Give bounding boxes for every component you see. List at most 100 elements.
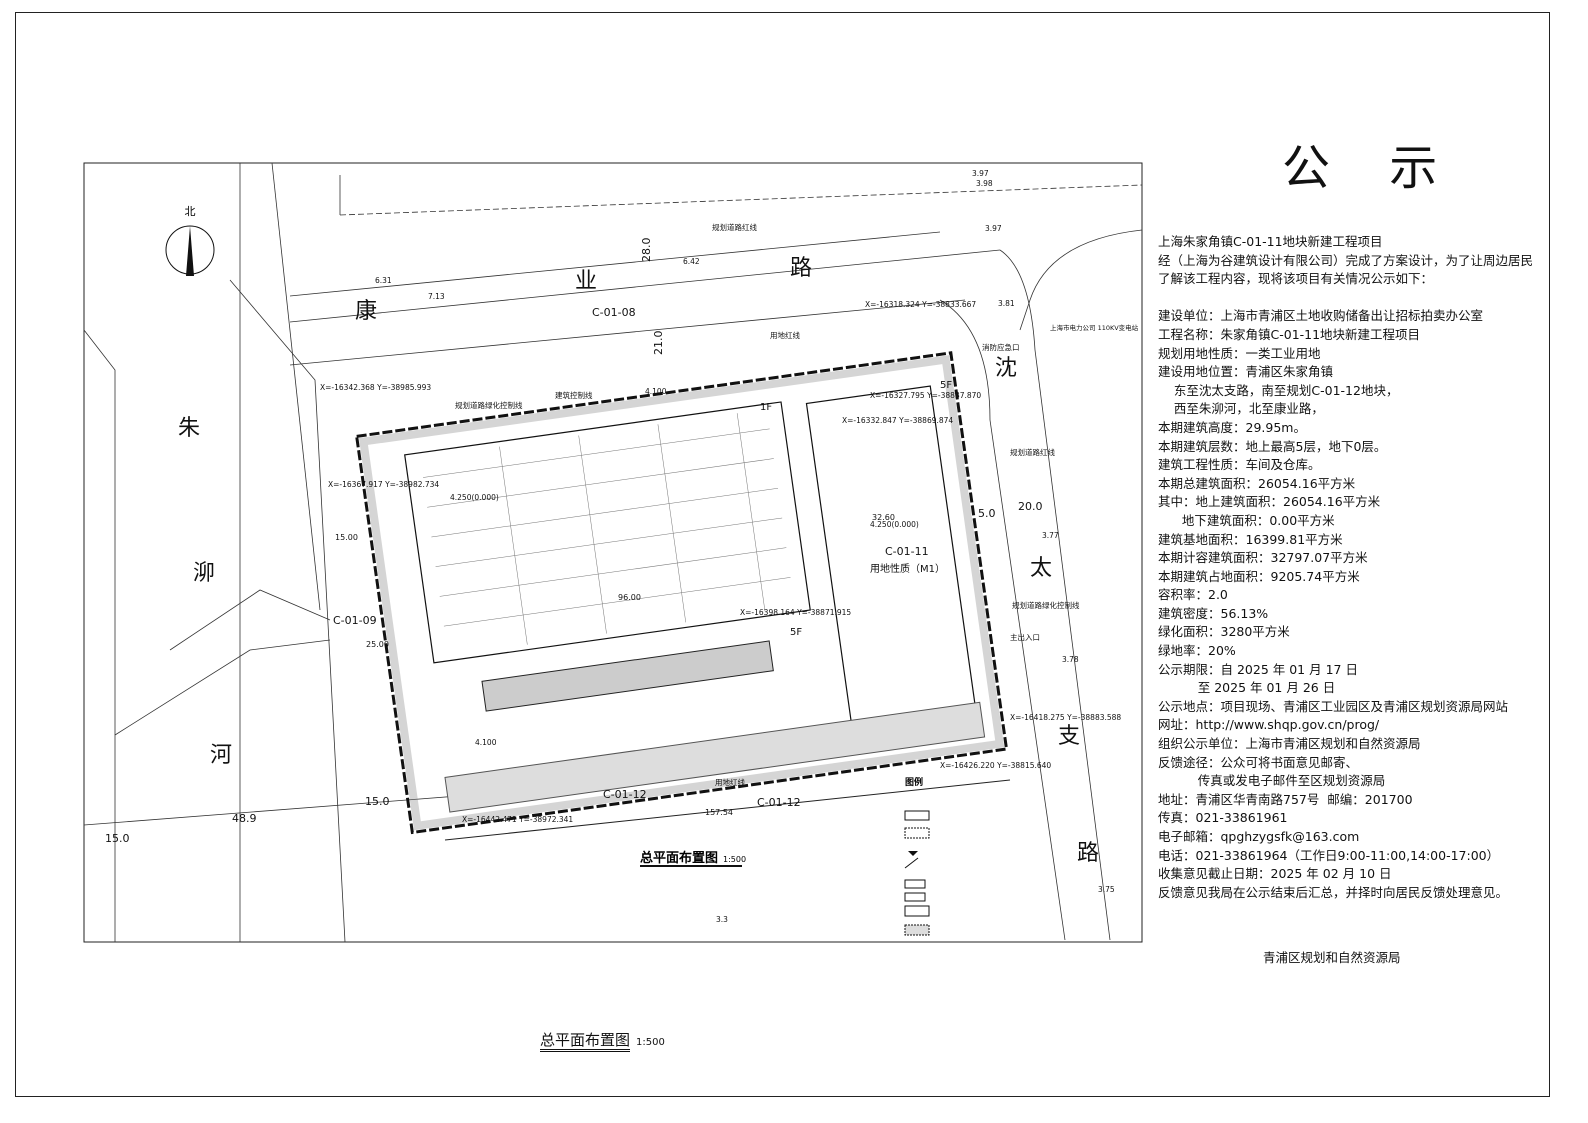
callout: 规划道路红线 <box>712 222 757 232</box>
coordinate: X=-16342.368 Y=-38985.993 <box>320 383 431 392</box>
dimension: 5.0 <box>978 507 996 520</box>
coordinate: X=-16442.471 Y=-38972.341 <box>462 815 573 824</box>
floor-label: 5F <box>790 627 802 638</box>
street-labels: 康 业 路 沈 太 支 路 朱 泖 河 <box>178 256 1099 866</box>
notice-body: 上海朱家角镇C-01-11地块新建工程项目经（上海为谷建筑设计有限公司）完成了方… <box>1158 233 1543 902</box>
parcel-label: C-01-11 <box>885 545 929 558</box>
river <box>83 279 601 943</box>
road-char: 康 <box>355 299 377 324</box>
river-char: 泖 <box>193 561 215 586</box>
dimension: 15.0 <box>365 795 390 808</box>
notice-line: 本期计容建筑面积：32797.07平方米 <box>1158 550 1368 566</box>
notice-line: 建设用地位置：青浦区朱家角镇 <box>1158 364 1334 380</box>
spot-height: 7.13 <box>428 292 445 301</box>
callout: 规划道路红线 <box>1010 447 1055 457</box>
road-char: 业 <box>575 269 597 294</box>
dimension: 96.00 <box>618 593 641 602</box>
north-arrow: 北 <box>165 205 215 276</box>
building-east <box>805 385 977 731</box>
coordinate: X=-16318.324 Y=-38833.667 <box>865 300 976 309</box>
river-char: 朱 <box>178 416 200 441</box>
dimension: 25.00 <box>366 640 389 649</box>
spot-height: 3.77 <box>1042 531 1059 540</box>
spot-height: 3.97 <box>985 224 1002 233</box>
sheet-border <box>15 12 1550 1097</box>
callout: 用地红线 <box>715 777 745 787</box>
notice-line: 本期总建筑面积：26054.16平方米 <box>1158 475 1356 491</box>
spot-height: 6.42 <box>683 257 700 266</box>
coordinate: X=-16367.917 Y=-38982.734 <box>328 480 439 489</box>
notice-line: 容积率：2.0 <box>1158 587 1228 603</box>
coordinate: X=-16426.220 Y=-38815.640 <box>940 761 1051 770</box>
notice-line: 建筑密度：56.13% <box>1158 605 1269 621</box>
coordinate: X=-16332.847 Y=-38869.874 <box>842 416 953 425</box>
callout: 规划道路绿化控制线 <box>1012 600 1080 610</box>
floor-label: 1F <box>760 402 772 413</box>
dimension: 32.60 <box>872 513 895 522</box>
drawing-scale: 1:500 <box>636 1037 665 1048</box>
notice-line: 其中：地上建筑面积：26054.16平方米 <box>1158 494 1381 510</box>
elevation: 4.250(0.000) <box>450 493 499 502</box>
coordinate: X=-16327.795 Y=-38837.870 <box>870 391 981 400</box>
spot-height: 3.81 <box>998 299 1015 308</box>
spot-height: 3.97 <box>972 169 989 178</box>
dimension: 48.9 <box>232 812 257 825</box>
notice-title: 公 示 <box>1282 140 1460 196</box>
river-char: 河 <box>210 743 232 768</box>
notice-line: 地下建筑面积：0.00平方米 <box>1158 512 1335 528</box>
notice-line: 上海朱家角镇C-01-11地块新建工程项目 <box>1158 234 1383 249</box>
inner-title: 总平面布置图 <box>640 850 718 866</box>
callout: 用地红线 <box>770 330 800 340</box>
dimension: 28.0 <box>640 238 653 263</box>
notice-line: 电话：021-33861964（工作日9:00-11:00,14:00-17:0… <box>1158 847 1500 863</box>
coordinate: X=-16398.164 Y=-38871.915 <box>740 608 851 617</box>
road-char: 路 <box>1077 841 1099 866</box>
notice-line: 至 2025 年 01 月 26 日 <box>1158 680 1336 696</box>
south-parcel-line <box>444 779 1011 841</box>
elevation: 4.100 <box>645 387 667 396</box>
legend: 图例 <box>904 776 930 936</box>
north-road <box>239 162 1143 942</box>
inner-scale: 1:500 <box>723 855 746 864</box>
site-use-label: 用地性质（M1） <box>870 562 945 575</box>
coordinate: X=-16418.275 Y=-38883.588 <box>1010 713 1121 722</box>
dimension: 21.0 <box>652 331 665 356</box>
legend-title: 图例 <box>905 776 923 788</box>
spot-height: 3.78 <box>1062 655 1079 664</box>
road-char: 路 <box>790 256 812 281</box>
notice-line: 西至朱泖河，北至康业路， <box>1158 401 1324 417</box>
callout: 建筑控制线 <box>555 390 593 400</box>
parcel-label: C-01-12 <box>603 788 647 801</box>
parcel-label: C-01-09 <box>333 614 377 627</box>
elevation: 4.250(0.000) <box>870 520 919 529</box>
notice-line: 规划用地性质：一类工业用地 <box>1158 345 1321 361</box>
spot-height: 3.3 <box>716 915 728 924</box>
notice-line: 收集意见截止日期：2025 年 02 月 10 日 <box>1158 866 1392 882</box>
notice-line: 建设单位：上海市青浦区土地收购储备出让招标拍卖办公室 <box>1158 308 1484 324</box>
site-boundary <box>354 351 1009 835</box>
dimension: 20.0 <box>1018 500 1043 513</box>
elevation: 4.100 <box>475 738 497 747</box>
notice-line: 公示地点：项目现场、青浦区工业园区及青浦区规划资源局网站 <box>1158 698 1509 714</box>
dimension: 157.54 <box>705 808 733 817</box>
notice-line: 本期建筑占地面积：9205.74平方米 <box>1158 568 1360 584</box>
north-label: 北 <box>185 205 196 218</box>
notice-line: 组织公示单位：上海市青浦区规划和自然资源局 <box>1158 736 1421 752</box>
notice-line: 反馈途径：公众可将书面意见邮寄、 <box>1158 754 1359 770</box>
notice-line: 工程名称：朱家角镇C-01-11地块新建工程项目 <box>1158 326 1421 342</box>
building-warehouse <box>404 401 811 664</box>
notice-signature: 青浦区规划和自然资源局 <box>1263 950 1401 965</box>
road-char: 太 <box>1030 556 1052 581</box>
notice-line: 本期建筑层数：地上最高5层，地下0层。 <box>1158 438 1387 454</box>
road-char: 沈 <box>995 356 1017 381</box>
parcel-label: C-01-12 <box>757 796 801 809</box>
notice-line: 传真：021-33861961 <box>1158 810 1288 826</box>
notice-line: 建筑基地面积：16399.81平方米 <box>1158 531 1343 547</box>
notice-line: 本期建筑高度：29.95m。 <box>1158 419 1306 435</box>
notice-line: 东至沈太支路，南至规划C-01-12地块， <box>1158 382 1399 398</box>
notice-line: 地址：青浦区华青南路757号 邮编：201700 <box>1158 791 1413 807</box>
inner-plan-title: 总平面布置图 1:500 <box>640 850 746 867</box>
dimension: 15.00 <box>335 533 358 542</box>
